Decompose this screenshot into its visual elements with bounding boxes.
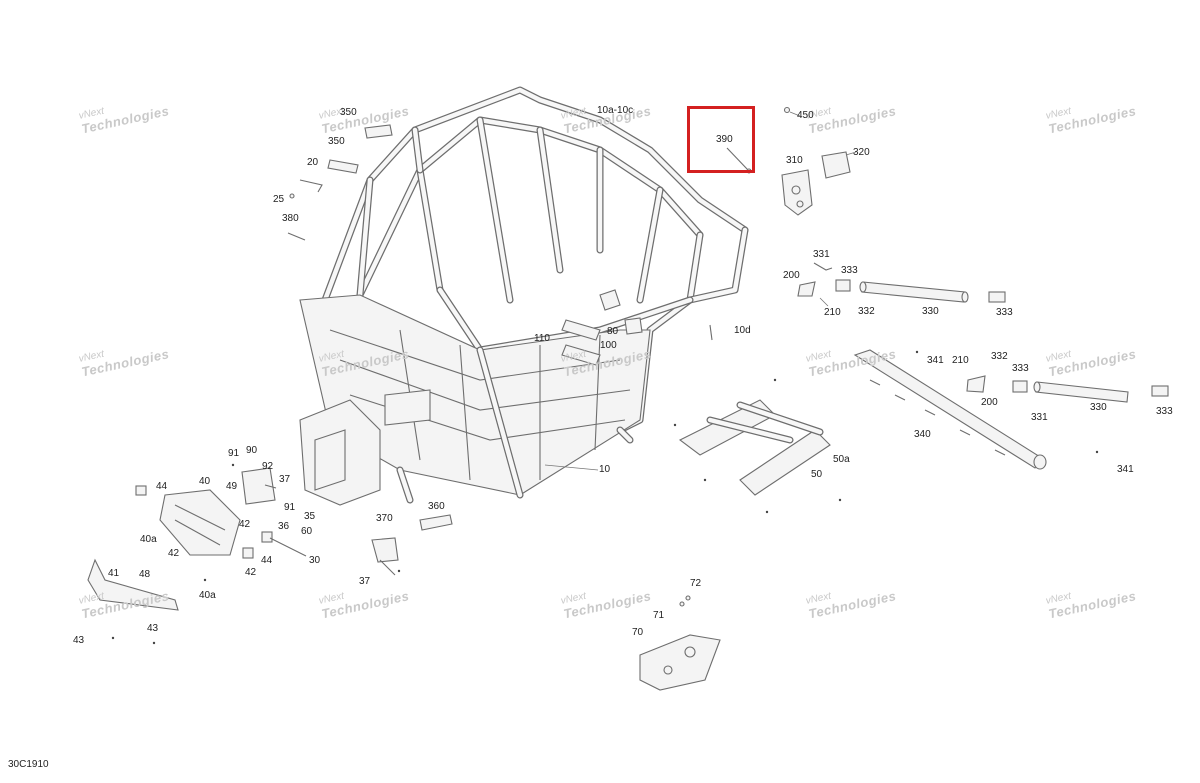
callout-50a[interactable]: 50a (833, 454, 850, 465)
callout-100[interactable]: 100 (600, 340, 617, 351)
callout-200[interactable]: 200 (981, 397, 998, 408)
callout-40[interactable]: 40 (199, 476, 211, 487)
link-380 (287, 232, 306, 241)
callout-10a-10c[interactable]: 10a-10c (597, 105, 634, 116)
callout-200[interactable]: 200 (783, 270, 800, 281)
callout-91[interactable]: 91 (284, 502, 296, 513)
callout-41[interactable]: 41 (108, 568, 120, 579)
callout-35[interactable]: 35 (304, 511, 316, 522)
rod-30 (269, 537, 307, 557)
callout-331[interactable]: 331 (1031, 412, 1048, 423)
callout-341[interactable]: 341 (1117, 464, 1134, 475)
bracket-90 (241, 467, 277, 505)
callout-42[interactable]: 42 (168, 548, 180, 559)
callout-210[interactable]: 210 (824, 307, 841, 318)
callout-49[interactable]: 49 (226, 481, 238, 492)
callout-370[interactable]: 370 (376, 513, 393, 524)
bracket-70 (639, 595, 721, 691)
callout-80[interactable]: 80 (607, 326, 619, 337)
callout-333[interactable]: 333 (996, 307, 1013, 318)
callout-44[interactable]: 44 (156, 481, 168, 492)
callout-360[interactable]: 360 (428, 501, 445, 512)
callout-44[interactable]: 44 (261, 555, 273, 566)
callout-350[interactable]: 350 (340, 107, 357, 118)
callout-341[interactable]: 341 (927, 355, 944, 366)
bushings-44 (242, 531, 273, 559)
bolt-10d (709, 324, 713, 341)
part-450-bolt (783, 106, 801, 117)
bracket-20 (289, 179, 323, 199)
bushing-333-upper (835, 279, 1006, 303)
callout-40a[interactable]: 40a (140, 534, 157, 545)
crossmember-50 (678, 399, 831, 496)
callout-340[interactable]: 340 (914, 429, 931, 440)
callout-37[interactable]: 37 (279, 474, 291, 485)
callout-333[interactable]: 333 (1012, 363, 1029, 374)
part-200-210-upper (797, 281, 829, 307)
callout-320[interactable]: 320 (853, 147, 870, 158)
part-331-upper (813, 262, 833, 271)
callout-42[interactable]: 42 (245, 567, 257, 578)
links-360-370 (371, 514, 453, 576)
hardware-dots (111, 350, 1099, 645)
part-320-bracket (821, 151, 857, 179)
bumper-40 (135, 485, 241, 556)
callout-332[interactable]: 332 (858, 306, 875, 317)
callout-50[interactable]: 50 (811, 469, 823, 480)
callout-60[interactable]: 60 (301, 526, 313, 537)
callout-330[interactable]: 330 (922, 306, 939, 317)
callout-331[interactable]: 331 (813, 249, 830, 260)
links-350 (327, 124, 393, 174)
callout-36[interactable]: 36 (278, 521, 290, 532)
callout-330[interactable]: 330 (1090, 402, 1107, 413)
callout-10d[interactable]: 10d (734, 325, 751, 336)
shaft-330-lower (966, 375, 1169, 403)
highlight-box (687, 106, 755, 173)
diagram-reference-code: 30C1910 (8, 759, 49, 770)
brackets-80-100 (561, 319, 601, 366)
callout-380[interactable]: 380 (282, 213, 299, 224)
callout-71[interactable]: 71 (653, 610, 665, 621)
callout-91[interactable]: 91 (228, 448, 240, 459)
callout-72[interactable]: 72 (690, 578, 702, 589)
beam-340 (853, 349, 1047, 470)
callout-90[interactable]: 90 (246, 445, 258, 456)
callout-43[interactable]: 43 (73, 635, 85, 646)
callout-48[interactable]: 48 (139, 569, 151, 580)
callout-450[interactable]: 450 (797, 110, 814, 121)
callout-92[interactable]: 92 (262, 461, 274, 472)
callout-43[interactable]: 43 (147, 623, 159, 634)
part-310-bracket (781, 169, 813, 216)
callout-30[interactable]: 30 (309, 555, 321, 566)
callout-332[interactable]: 332 (991, 351, 1008, 362)
callout-210[interactable]: 210 (952, 355, 969, 366)
callout-110[interactable]: 110 (534, 333, 550, 344)
shaft-330-upper (859, 281, 969, 303)
callout-10[interactable]: 10 (599, 464, 611, 475)
main-frame (299, 86, 749, 506)
callout-390[interactable]: 390 (716, 134, 733, 145)
callout-37[interactable]: 37 (359, 576, 371, 587)
callout-40a[interactable]: 40a (199, 590, 216, 601)
callout-310[interactable]: 310 (786, 155, 803, 166)
callout-42[interactable]: 42 (239, 519, 251, 530)
callout-70[interactable]: 70 (632, 627, 644, 638)
callout-333[interactable]: 333 (1156, 406, 1173, 417)
callout-25[interactable]: 25 (273, 194, 285, 205)
callout-350[interactable]: 350 (328, 136, 345, 147)
callout-333[interactable]: 333 (841, 265, 858, 276)
skid-41 (87, 558, 179, 611)
callout-20[interactable]: 20 (307, 157, 319, 168)
